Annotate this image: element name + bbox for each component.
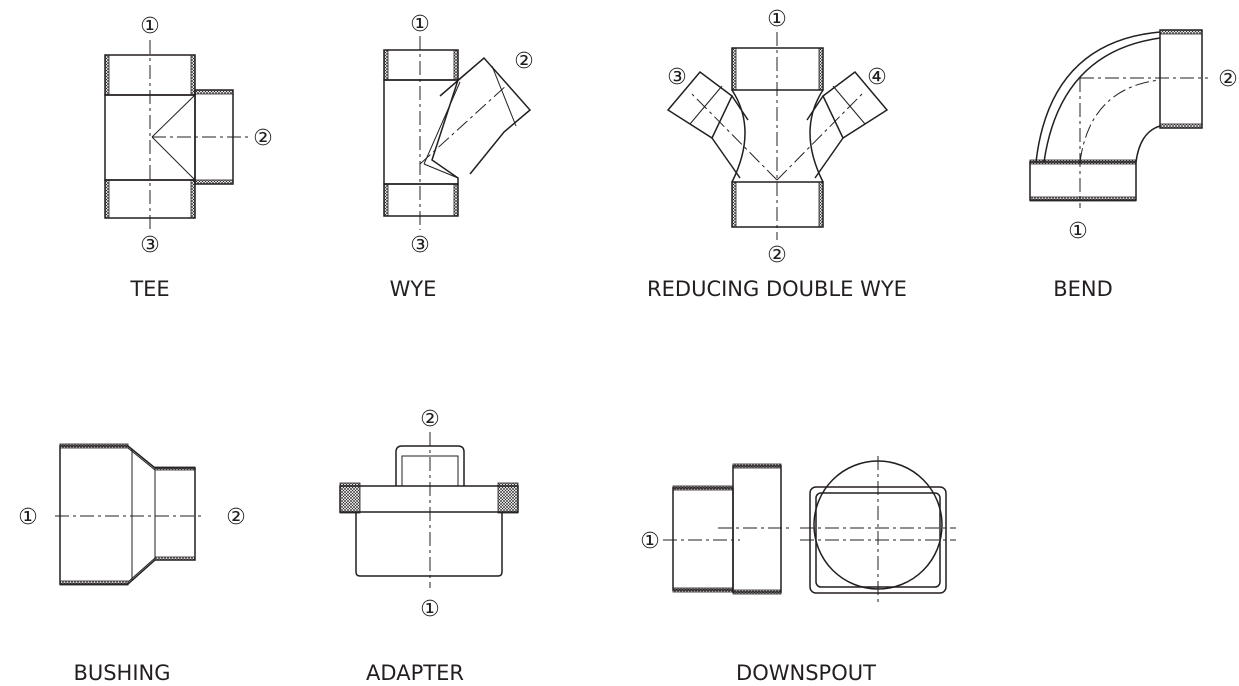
tee-port-3: ③ [140, 233, 160, 258]
wye-drawing: ① ② ③ WYE [383, 12, 534, 301]
rdw-label: REDUCING DOUBLE WYE [647, 277, 907, 301]
bend-label: BEND [1053, 277, 1113, 301]
adapter-drawing: ② ① ADAPTER [339, 407, 519, 685]
bushing-port-2: ② [226, 505, 246, 530]
wye-label: WYE [390, 277, 437, 301]
rdw-port-2: ② [767, 243, 787, 268]
downspout-port-1: ① [640, 529, 660, 554]
reducing-double-wye-drawing: ① ② ③ ④ REDUCING DOUBLE WYE [647, 7, 907, 301]
wye-port-1: ① [410, 12, 430, 37]
tee-label: TEE [129, 277, 169, 301]
adapter-port-2: ② [420, 407, 440, 432]
downspout-drawing: ① DOWNSPOUT [640, 456, 956, 685]
adapter-label: ADAPTER [366, 661, 464, 685]
rdw-port-4: ④ [867, 65, 887, 90]
wye-port-2: ② [514, 49, 534, 74]
bend-port-1: ① [1068, 219, 1088, 244]
rdw-port-3: ③ [667, 65, 687, 90]
bushing-label: BUSHING [73, 661, 170, 685]
bushing-port-1: ① [18, 505, 38, 530]
adapter-port-1: ① [420, 597, 440, 622]
bend-drawing: ① ② BEND [1029, 29, 1238, 301]
downspout-label: DOWNSPOUT [736, 661, 876, 685]
tee-port-2: ② [253, 126, 273, 151]
tee-drawing: ① ② ③ TEE [104, 14, 273, 301]
bend-port-2: ② [1218, 67, 1238, 92]
tee-port-1: ① [140, 14, 160, 39]
wye-port-3: ③ [410, 233, 430, 258]
bushing-drawing: ① ② BUSHING [18, 443, 246, 685]
rdw-port-1: ① [767, 7, 787, 32]
